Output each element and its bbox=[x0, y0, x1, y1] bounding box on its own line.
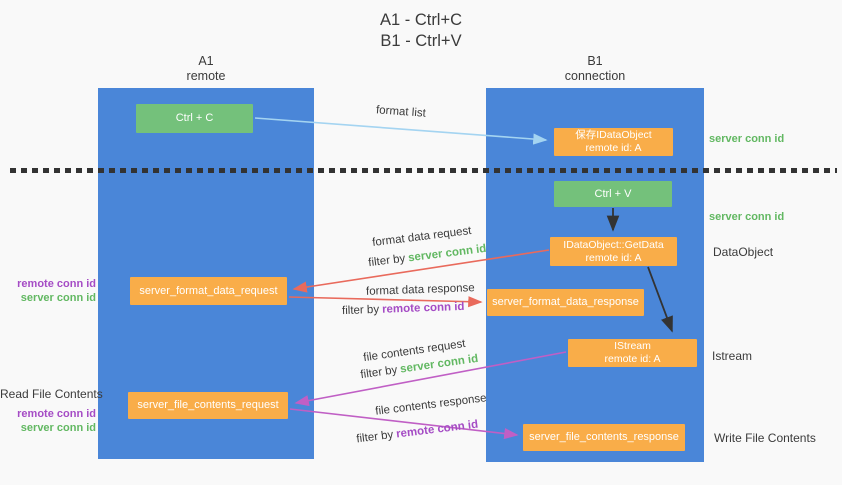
node-ctrl-c-label: Ctrl + C bbox=[175, 112, 214, 124]
format-list-label: format list bbox=[375, 104, 427, 120]
node-server-file-contents-request: server_file_contents_request bbox=[128, 392, 288, 419]
node-save-dataobject-line2: remote id: A bbox=[585, 142, 642, 154]
left-server-conn-id-top: server conn id bbox=[20, 292, 96, 304]
left-server-conn-id-bottom: server conn id bbox=[20, 422, 96, 434]
read-file-contents-label: Read File Contents bbox=[0, 387, 103, 401]
node-istream-line1: IStream bbox=[614, 340, 651, 352]
title-line-ctrl-c: A1 - Ctrl+C bbox=[379, 11, 463, 29]
node-server-format-data-request: server_format_data_request bbox=[130, 277, 287, 305]
filter-by-text: filter by bbox=[359, 364, 399, 382]
lifeline-a1-role: remote bbox=[186, 69, 226, 83]
node-file-response-label: server_file_contents_response bbox=[529, 431, 679, 443]
node-ctrl-v: Ctrl + V bbox=[554, 181, 672, 207]
remote-conn-id-text: remote conn id bbox=[381, 300, 465, 316]
node-server-format-data-response: server_format_data_response bbox=[487, 289, 644, 316]
node-getdata-line1: IDataObject::GetData bbox=[563, 238, 664, 251]
filter-by-text: filter by bbox=[355, 428, 394, 446]
right-server-conn-id-top: server conn id bbox=[709, 133, 785, 145]
right-server-conn-id-mid: server conn id bbox=[709, 211, 785, 223]
left-remote-conn-id-top: remote conn id bbox=[17, 278, 96, 290]
server-conn-id-text: server conn id bbox=[407, 242, 487, 265]
node-file-request-label: server_file_contents_request bbox=[137, 399, 279, 411]
lifeline-header-a1: A1 remote bbox=[156, 54, 256, 84]
filter-by-text: filter by bbox=[367, 252, 406, 270]
diagram-title: A1 - Ctrl+C B1 - Ctrl+V bbox=[0, 10, 842, 52]
left-remote-conn-id-bottom: remote conn id bbox=[17, 408, 96, 420]
lifeline-a1-name: A1 bbox=[198, 54, 214, 68]
node-server-file-contents-response: server_file_contents_response bbox=[523, 424, 685, 451]
node-save-dataobject: 保存IDataObject remote id: A bbox=[554, 128, 673, 156]
dashed-separator bbox=[10, 168, 837, 173]
node-getdata-line2: remote id: A bbox=[585, 251, 642, 264]
node-format-request-label: server_format_data_request bbox=[139, 284, 278, 297]
node-format-response-label: server_format_data_response bbox=[492, 296, 639, 308]
node-save-dataobject-line1: 保存IDataObject bbox=[575, 129, 652, 141]
lifeline-header-b1: B1 connection bbox=[545, 54, 645, 84]
title-line-ctrl-v: B1 - Ctrl+V bbox=[380, 32, 462, 50]
lifeline-b1-role: connection bbox=[564, 69, 626, 83]
node-ctrl-c: Ctrl + C bbox=[136, 104, 253, 133]
node-ctrl-v-label: Ctrl + V bbox=[594, 187, 632, 200]
node-istream: IStream remote id: A bbox=[568, 339, 697, 367]
file-contents-response-label: file contents response bbox=[374, 392, 488, 418]
format-data-response-label: format data response bbox=[365, 282, 475, 298]
node-istream-line2: remote id: A bbox=[604, 353, 661, 365]
dataobject-label: DataObject bbox=[713, 245, 774, 259]
remote-conn-id-text: remote conn id bbox=[395, 418, 479, 441]
filter-by-text: filter by bbox=[341, 303, 380, 318]
node-idataobject-getdata: IDataObject::GetData remote id: A bbox=[550, 237, 677, 266]
write-file-contents-label: Write File Contents bbox=[714, 431, 816, 445]
lifeline-b1-name: B1 bbox=[587, 54, 603, 68]
istream-label: Istream bbox=[712, 349, 753, 363]
